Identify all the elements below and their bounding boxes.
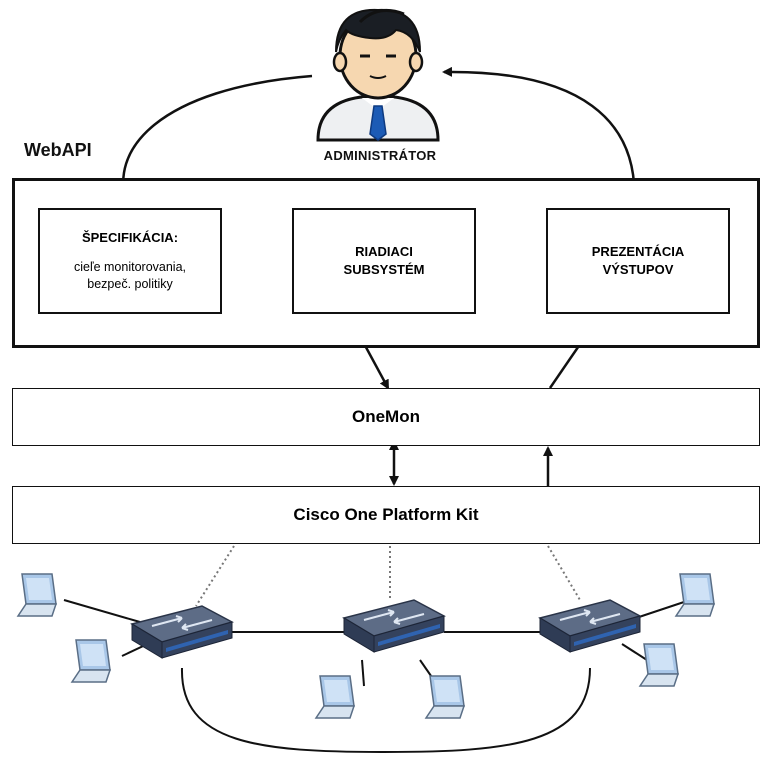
link-switch1-switch3-loop — [180, 667, 591, 754]
administrator-label: ADMINISTRÁTOR — [323, 148, 437, 163]
switch-icon — [131, 605, 233, 659]
prezentacia-line-1: PREZENTÁCIA — [591, 244, 685, 259]
dotted-line-switch-1 — [195, 545, 235, 607]
link-laptop-3 — [361, 659, 365, 687]
prezentacia-vystupov-box: PREZENTÁCIA VÝSTUPOV — [546, 208, 730, 314]
laptop-icon — [315, 675, 355, 719]
link-laptop-5 — [635, 601, 685, 619]
switch-icon — [343, 599, 445, 653]
laptop-icon — [17, 573, 57, 617]
link-laptop-1 — [63, 599, 141, 623]
administrator-icon — [316, 8, 440, 142]
onemon-layer: OneMon — [12, 388, 760, 446]
specification-line-2: bezpeč. politiky — [87, 276, 173, 291]
specification-title: ŠPECIFIKÁCIA: — [81, 229, 179, 245]
specification-box: ŠPECIFIKÁCIA: cieľe monitorovania, bezpe… — [38, 208, 222, 314]
cisco-label: Cisco One Platform Kit — [293, 505, 479, 524]
laptop-icon — [425, 675, 465, 719]
prezentacia-line-2: VÝSTUPOV — [602, 262, 674, 277]
laptop-icon — [71, 639, 111, 683]
riadiaci-line-2: SUBSYSTÉM — [343, 262, 425, 277]
riadiaci-subsystem-box: RIADIACI SUBSYSTÉM — [292, 208, 476, 314]
arrow-prezentacia-to-admin — [442, 66, 636, 207]
laptop-icon — [675, 573, 715, 617]
onemon-label: OneMon — [352, 407, 420, 426]
laptop-icon — [639, 643, 679, 687]
webapi-label: WebAPI — [24, 140, 92, 160]
cisco-one-platform-kit-layer: Cisco One Platform Kit — [12, 486, 760, 544]
switch-icon — [539, 599, 641, 653]
dotted-line-switch-3 — [547, 545, 581, 601]
riadiaci-line-1: RIADIACI — [355, 244, 413, 259]
specification-line-1: cieľe monitorovania, — [73, 259, 187, 274]
